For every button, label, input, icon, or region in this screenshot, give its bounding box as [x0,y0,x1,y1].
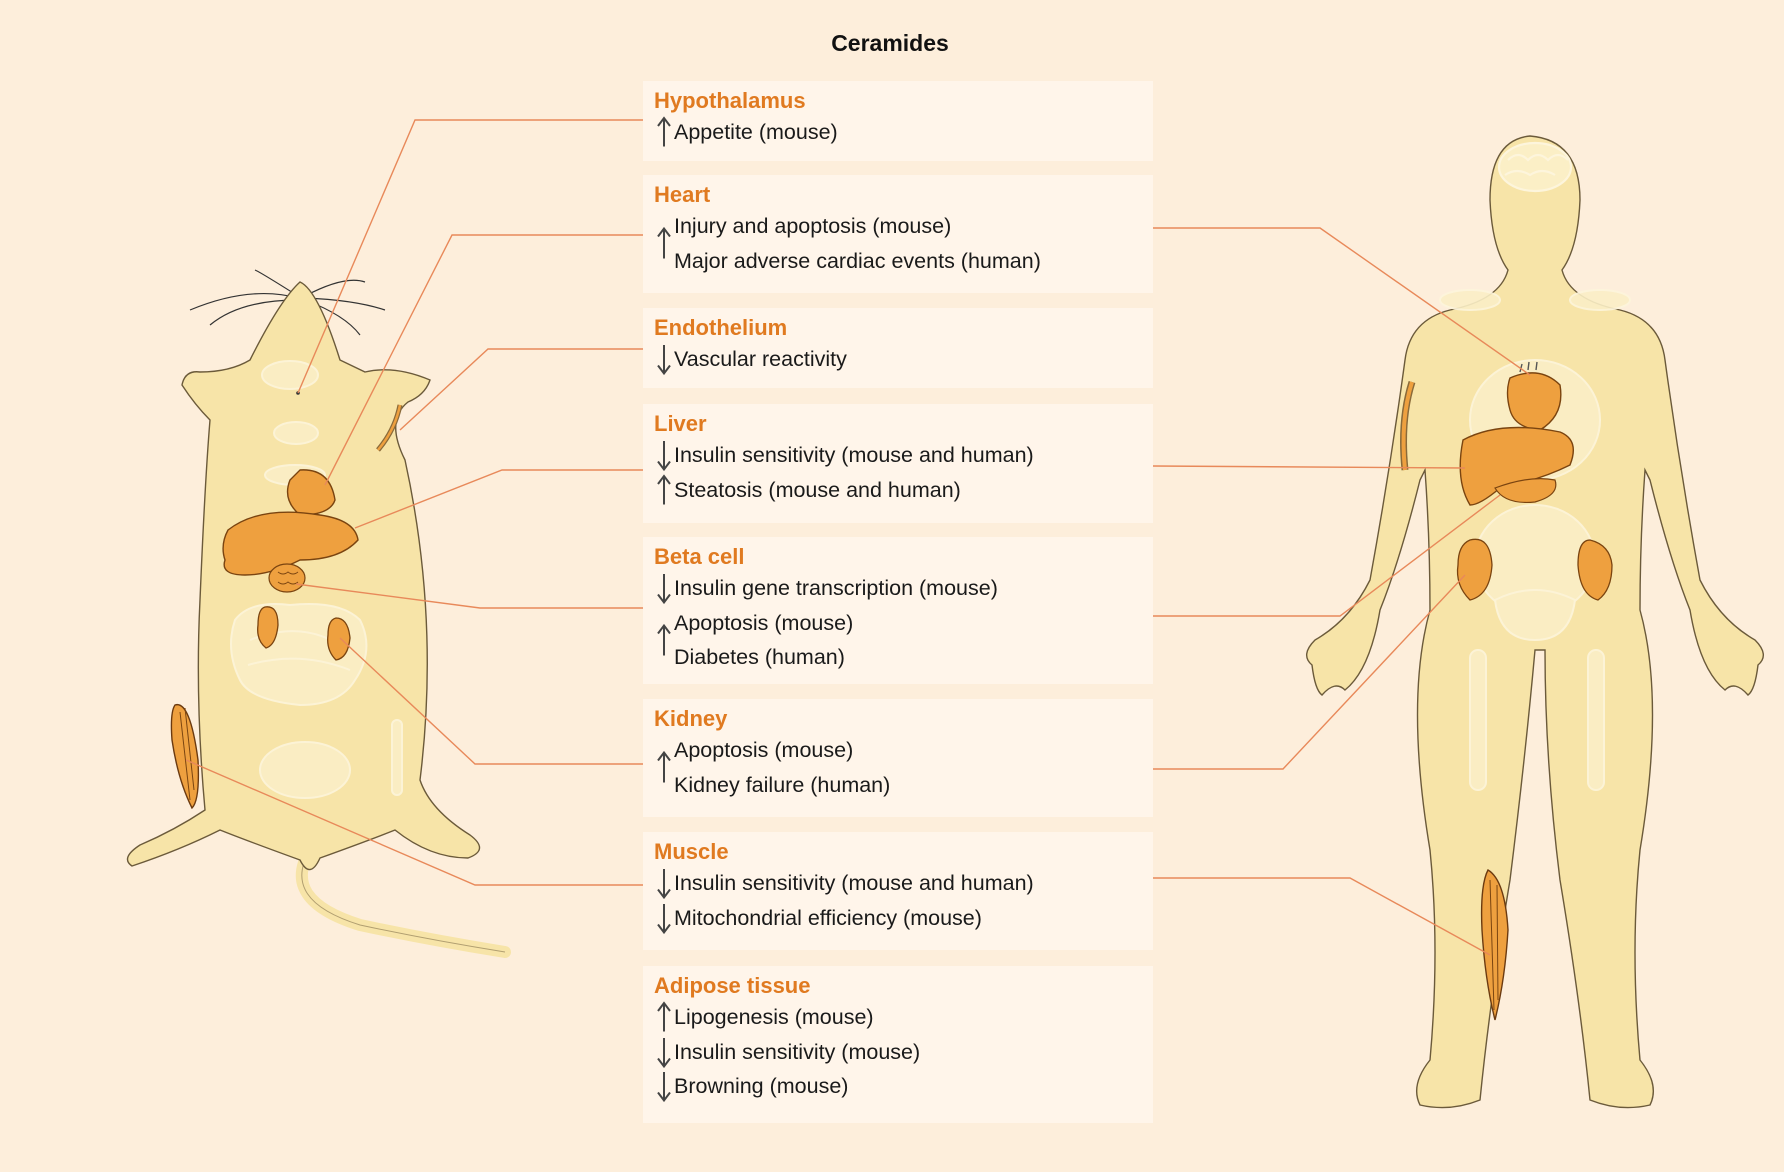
effect-group: Apoptosis (mouse) Kidney failure (human) [654,733,1142,802]
effect-text: Insulin sensitivity (mouse and human) [674,871,1034,895]
organ-name: Beta cell [654,544,745,569]
diagram-title: Ceramides [831,30,949,56]
organ-name: Adipose tissue [654,973,811,998]
human-illustration [1306,135,1764,1109]
effect-group: Browning (mouse) [654,1069,1142,1104]
arrow-down-icon [654,1035,674,1070]
effect-group: Apoptosis (mouse) Diabetes (human) [654,606,1142,675]
effect-text: Kidney failure (human) [674,772,891,797]
organ-name: Endothelium [654,315,788,340]
leader-lines [185,119,1531,956]
organ-name: Heart [654,182,711,207]
arrow-down-icon [654,1069,674,1104]
effect-text: Insulin gene transcription (mouse) [674,576,998,600]
effect-text: Mitochondrial efficiency (mouse) [674,905,982,930]
effect-group: Mitochondrial efficiency (mouse) [654,901,1142,936]
arrow-down-icon [654,866,674,901]
arrow-down-icon [654,342,674,377]
effect-group: Vascular reactivity [654,342,1142,377]
arrow-up-icon [654,733,674,802]
effect-text: Insulin sensitivity (mouse and human) [674,443,1034,467]
arrow-up-icon [654,115,674,150]
effect-group: Appetite (mouse) [654,115,1142,150]
effect-group: Lipogenesis (mouse) [654,1000,1142,1035]
arrow-up-icon [654,209,674,278]
effect-text: Insulin sensitivity (mouse) [674,1039,921,1064]
effect-text: Injury and apoptosis (mouse) [674,214,952,238]
arrow-down-icon [654,901,674,936]
effect-text: Appetite (mouse) [674,120,838,144]
organ-name: Muscle [654,839,729,864]
effect-text: Steatosis (mouse and human) [674,477,961,502]
arrow-up-icon [654,473,674,508]
effect-group: Insulin sensitivity (mouse) [654,1035,1142,1070]
effect-text: Browning (mouse) [674,1074,849,1098]
organ-name: Liver [654,411,707,436]
effect-text: Vascular reactivity [674,347,847,371]
organ-name: Hypothalamus [654,88,806,113]
arrow-down-icon [654,571,674,606]
organ-name: Kidney [654,706,728,731]
effect-group: Insulin gene transcription (mouse) [654,571,1142,606]
effect-group: Steatosis (mouse and human) [654,473,1142,508]
effect-group: Insulin sensitivity (mouse and human) [654,866,1142,901]
arrow-down-icon [654,438,674,473]
effect-group: Injury and apoptosis (mouse) Major advers… [654,209,1142,278]
effect-group: Insulin sensitivity (mouse and human) [654,438,1142,473]
effect-text: Major adverse cardiac events (human) [674,248,1041,273]
effect-text: Diabetes (human) [674,645,845,669]
effect-text: Apoptosis (mouse) [674,738,854,762]
arrow-up-icon [654,606,674,675]
mouse-illustration [126,269,511,958]
arrow-up-icon [654,1000,674,1035]
effect-text: Apoptosis (mouse) [674,610,854,635]
effect-text: Lipogenesis (mouse) [674,1005,874,1029]
